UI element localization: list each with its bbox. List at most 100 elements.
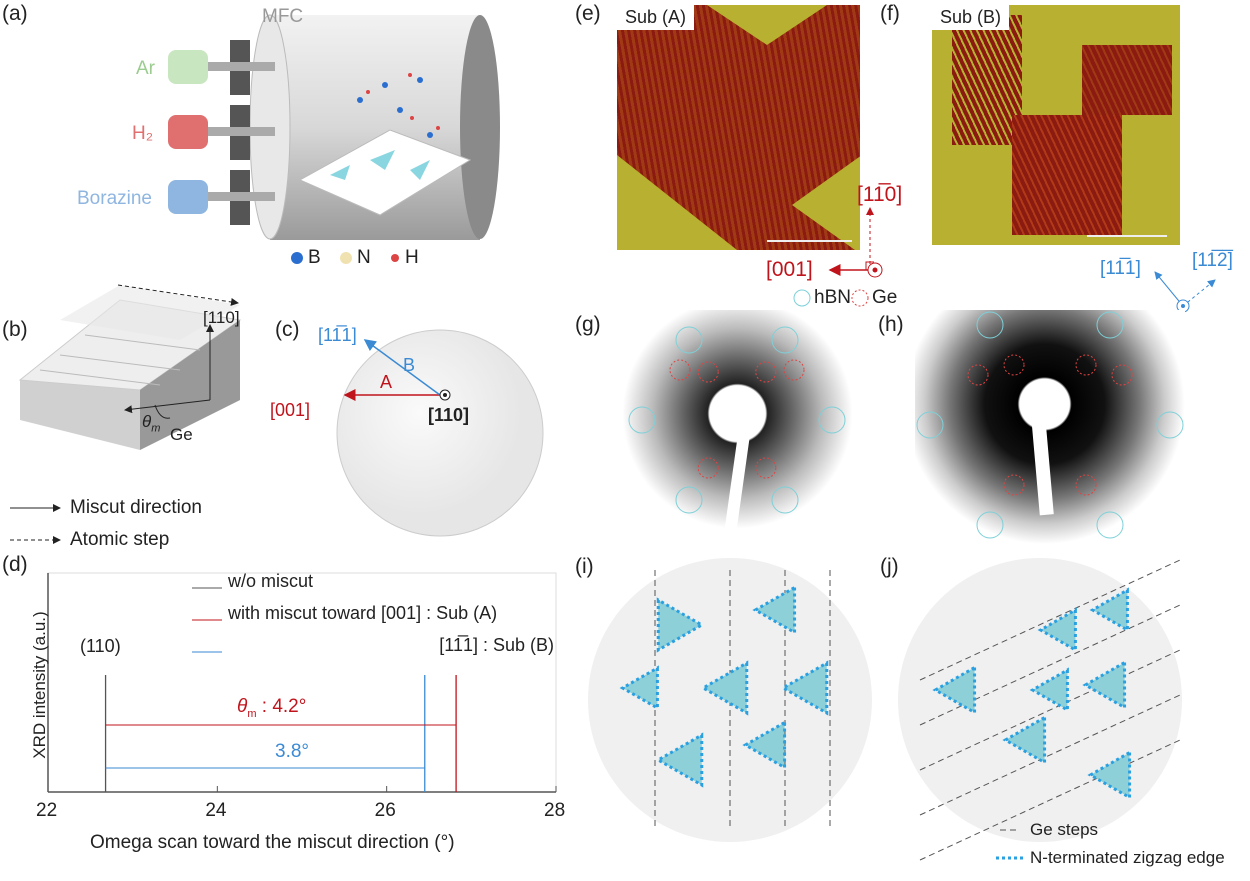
panel-label-e: (e) [575,2,601,25]
axis-1-10-label: [11̅0] [857,183,903,206]
peak-110-label: (110) [80,636,121,656]
hbn-triangle [619,665,659,711]
h2-cylinder [168,115,208,149]
gas-ar-label: Ar [136,58,155,79]
afm-title-sub-b: Sub (B) [932,5,1010,30]
xrd-chart [47,572,557,793]
hbn-triangle [932,664,977,716]
vector-b-label: B [403,355,416,375]
hbn-triangle [1029,667,1069,713]
ge-step-line [919,694,1181,816]
x-tick-label: 22 [36,800,58,821]
delta-annotation: 3.8° [275,741,310,762]
ge-spot-marker [1075,354,1097,376]
ge-label: Ge [170,425,193,444]
legend-boron: B [308,247,321,268]
legend-ge-steps: Ge steps [1030,820,1099,839]
hbn-triangle [700,660,749,716]
hbn-spot-marker [1096,511,1124,539]
ge-spot-marker [697,457,719,479]
ge-spot-marker [1003,354,1025,376]
direction-1-11-label: [11̅1] [318,325,357,345]
x-tick-label: 24 [205,800,227,821]
ge-spot-marker [697,361,719,383]
direction-001-label: [001] [270,400,311,420]
legend-hydrogen: H [405,247,419,268]
hbn-triangle [780,660,829,716]
axis-1-11-label: [11̅1] [1100,258,1141,279]
panel-label-d: (d) [2,553,28,576]
leed-pattern-sub-a [615,310,860,540]
hbn-spot-marker [771,486,799,514]
hbn-triangle [1002,714,1047,766]
orientation-disk [336,329,544,537]
afm-axes [828,207,1216,313]
legend-atomic-step: Atomic step [70,529,170,550]
direction-110-center-label: [110] [428,405,470,425]
legend-nitrogen: N [357,247,371,268]
hbn-triangle [752,584,797,636]
legend-sub-a: with miscut toward [001] : Sub (A) [228,603,498,623]
panel-label-c: (c) [275,318,300,341]
ge-step-line [919,559,1181,681]
x-tick-label: 28 [544,800,566,821]
panel-label-i: (i) [575,555,594,578]
hbn-triangle [1082,659,1127,711]
ge-spot-marker [967,364,989,386]
ge-spot-marker [783,359,805,381]
theta-m-label: θm [142,412,161,435]
borazine-cylinder [168,180,208,214]
afm-image-sub-a [617,5,860,250]
ge-spot-marker [1075,474,1097,496]
x-tick-label: 26 [374,800,396,821]
hbn-triangle [656,597,705,653]
legend-miscut-direction: Miscut direction [70,497,202,518]
panel-label-a: (a) [2,2,28,25]
mfc-label: MFC [262,6,304,27]
legend-ge: Ge [872,287,898,308]
hbn-spot-marker [628,406,656,434]
leed-pattern-sub-b [915,310,1185,545]
hbn-spot-marker [818,406,846,434]
panel-label-f: (f) [880,2,900,25]
ge-spot-marker [669,359,691,381]
legend-hbn: hBN [814,287,851,308]
panel-label-b: (b) [2,318,28,341]
ge-spot-marker [1111,364,1133,386]
hbn-spot-marker [1156,411,1184,439]
ge-step-line [919,649,1181,771]
panel-label-h: (h) [878,313,904,336]
ge-spot-marker [755,361,777,383]
x-axis-label: Omega scan toward the miscut direction (… [90,832,455,853]
hbn-triangle [1089,587,1129,633]
hbn-spot-marker [1096,311,1124,339]
ge-step-line [919,604,1181,726]
hbn-spot-marker [771,326,799,354]
edge-schematics [588,558,1182,861]
vector-a-label: A [380,372,393,392]
legend-zigzag-edge: N-terminated zigzag edge [1030,848,1225,867]
panel-label-j: (j) [880,555,899,578]
afm-image-sub-b [932,5,1180,245]
hbn-spot-marker [976,511,1004,539]
ge-spot-marker [1003,474,1025,496]
axis-001-label: [001] [766,258,813,281]
theta-annotation: θm : 4.2° [237,696,307,720]
afm-title-sub-a: Sub (A) [617,5,695,30]
hbn-spot-marker [675,326,703,354]
hbn-spot-marker [675,486,703,514]
gas-borazine-label: Borazine [77,188,152,209]
gas-h2-label: H₂ [132,123,154,144]
y-axis-label: XRD intensity (a.u.) [30,611,49,759]
legend-sub-b: [11̅1] : Sub (B) [439,635,554,655]
axis-1-1-2-label: [11̅2̅] [1192,250,1233,271]
hbn-spot-marker [916,411,944,439]
hbn-triangle [655,732,704,788]
direction-110-label: [110] [203,308,240,327]
cvd-reactor-diagram [168,14,500,264]
panel-label-g: (g) [575,313,601,336]
ge-step-line [919,739,1181,861]
miscut-steps-diagram [10,284,242,544]
